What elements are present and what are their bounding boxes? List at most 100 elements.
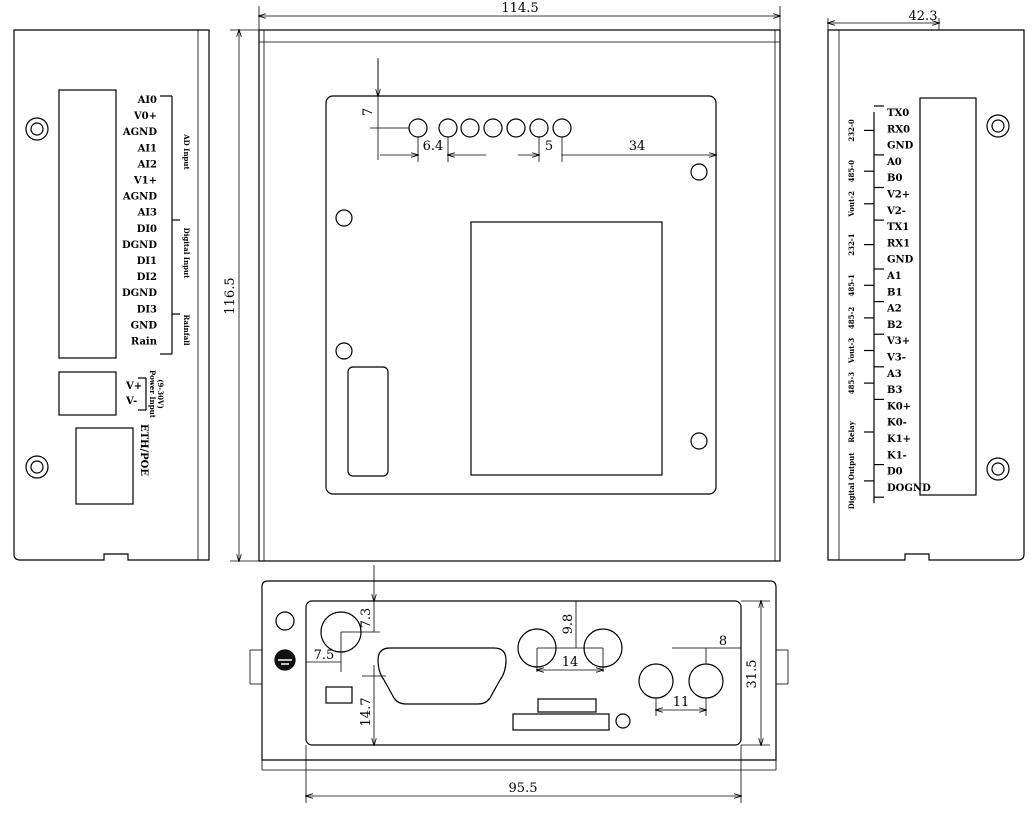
mounting-hole-icon — [986, 114, 1010, 138]
dim-label: 114.5 — [501, 1, 538, 16]
terminal-label: DOGND — [887, 483, 931, 494]
terminal-label: RX1 — [887, 238, 910, 249]
terminal-label: V2- — [886, 206, 906, 217]
terminal-label: A0 — [886, 157, 902, 168]
terminal-label: AGND — [122, 192, 157, 203]
dim-label: 11 — [673, 695, 690, 710]
right-side-view: 42.3 TX0RX0GNDA0B0V2+V2-TX1RX1GNDA1B1A2B… — [828, 9, 1025, 561]
terminal-label: GND — [887, 141, 914, 152]
power-connector — [58, 371, 117, 416]
slot-connector — [537, 698, 597, 713]
dim-label: 116.5 — [223, 277, 238, 314]
right-terminal-labels: TX0RX0GNDA0B0V2+V2-TX1RX1GNDA1B1A2B2V3+V… — [847, 105, 931, 510]
terminal-label: AI3 — [137, 208, 157, 219]
dim-label: 7 — [361, 108, 376, 116]
power-range-label: (9-30V) — [156, 379, 165, 409]
group-label-rainfall: Rainfall — [182, 314, 191, 345]
dim-label: 7.5 — [314, 648, 335, 663]
connector-slot — [347, 366, 389, 477]
slot-connector — [512, 713, 610, 731]
group-label: Digital Output — [847, 452, 856, 510]
group-label-digital-input: Digital Input — [182, 228, 191, 279]
dim-label: 9.8 — [561, 614, 576, 635]
terminal-label: AI2 — [137, 159, 157, 170]
led-window — [325, 686, 353, 704]
group-label: 232-0 — [847, 119, 856, 142]
terminal-label: V- — [125, 396, 137, 407]
terminal-label: DGND — [122, 240, 157, 251]
indicator-hole-icon — [615, 713, 631, 729]
antenna-connector-icon — [638, 663, 674, 699]
terminal-label: V+ — [125, 381, 142, 392]
terminal-label: AI1 — [137, 143, 157, 154]
ethernet-label: ETH/POE — [138, 424, 149, 476]
terminal-label: DI3 — [137, 304, 157, 315]
left-terminal-labels: AI0V0+AGNDAI1AI2V1+AGNDAI3DI0DGNDDI1DI2D… — [122, 95, 158, 348]
inner-board — [325, 95, 717, 495]
screw-hole-icon — [690, 432, 708, 450]
group-label: 485-0 — [847, 160, 856, 183]
terminal-label: DI2 — [137, 272, 157, 283]
group-label: Relay — [847, 420, 856, 442]
mounting-hole-icon — [25, 455, 49, 479]
terminal-block-left — [58, 89, 117, 359]
terminal-label: V1+ — [133, 176, 157, 187]
group-label: 485-2 — [847, 307, 856, 330]
dim-label: 7.3 — [359, 608, 374, 629]
terminal-label: DGND — [122, 288, 157, 299]
terminal-label: TX1 — [887, 222, 909, 233]
terminal-label: DI0 — [137, 224, 157, 235]
component-block — [470, 221, 663, 476]
screw-hole-icon — [335, 209, 353, 227]
dim-label: 8 — [719, 634, 727, 649]
db9-connector-icon — [377, 647, 507, 705]
terminal-label: TX0 — [887, 108, 909, 119]
screw-hole-icon — [275, 611, 295, 631]
terminal-block-right — [919, 97, 977, 496]
terminal-label: GND — [887, 255, 914, 266]
power-input-label: Power Input — [148, 370, 157, 419]
terminal-label: RX0 — [887, 124, 910, 135]
group-label: 232-1 — [847, 233, 856, 256]
ethernet-port — [75, 427, 134, 505]
group-label: 485-3 — [847, 372, 856, 395]
dim-label: 95.5 — [509, 781, 538, 796]
terminal-label: A2 — [886, 304, 902, 315]
dim-label: 6.4 — [423, 139, 444, 154]
terminal-label: V3- — [886, 353, 906, 364]
group-label: 485-1 — [847, 274, 856, 297]
dim-label: 42.3 — [909, 9, 938, 24]
terminal-label: Rain — [131, 337, 158, 348]
terminal-label: GND — [131, 320, 158, 331]
dim-label: 34 — [629, 139, 646, 154]
terminal-label: K0+ — [887, 401, 911, 412]
dim-label: 31.5 — [745, 660, 760, 689]
mounting-hole-icon — [25, 117, 49, 141]
terminal-label: AGND — [122, 127, 157, 138]
screw-hole-icon — [335, 342, 353, 360]
terminal-label: AI0 — [137, 95, 157, 106]
dim-label: 14.7 — [359, 698, 374, 727]
group-label: Vout-3 — [847, 338, 856, 365]
group-label-ad-input: AD Input — [182, 133, 191, 170]
terminal-label: K0- — [887, 418, 907, 429]
antenna-connector-icon — [688, 663, 724, 699]
front-view: 95.5 31.5 7.3 7.5 14.7 9.8 14 8 — [249, 565, 789, 803]
terminal-label: A3 — [886, 369, 902, 380]
ground-screw-icon — [274, 649, 296, 671]
terminal-label: V3+ — [886, 336, 910, 347]
terminal-label: V0+ — [133, 111, 157, 122]
left-side-view: AI0V0+AGNDAI1AI2V1+AGNDAI3DI0DGNDDI1DI2D… — [13, 29, 210, 561]
led-indicators — [408, 118, 572, 138]
front-panel — [305, 600, 742, 746]
terminal-label: B0 — [887, 173, 902, 184]
terminal-label: B1 — [887, 287, 902, 298]
top-view: 7 6.4 5 34 114.5 116.5 — [223, 1, 780, 561]
terminal-label: B2 — [887, 320, 902, 331]
dim-label: 14 — [562, 655, 579, 670]
terminal-label: DI1 — [137, 256, 157, 267]
group-label: Vout-2 — [847, 191, 856, 218]
terminal-label: D0 — [887, 467, 903, 478]
mounting-hole-icon — [986, 457, 1010, 481]
